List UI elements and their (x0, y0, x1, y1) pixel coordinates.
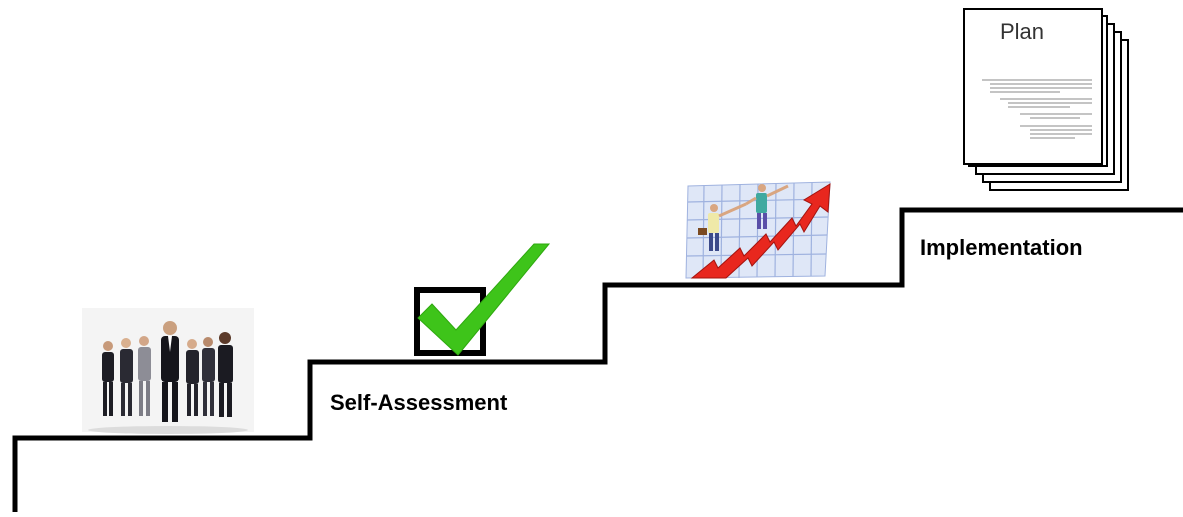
checkmark-checkbox-icon (414, 243, 551, 356)
step-label-self-assessment: Self-Assessment (330, 390, 508, 415)
business-team-photo-icon (82, 308, 254, 434)
climbing-growth-arrow-icon (685, 181, 831, 279)
stacked-plan-document-icon: Plan (963, 8, 1129, 191)
step-label-implementation: Implementation (920, 235, 1083, 260)
plan-title: Plan (1000, 19, 1044, 44)
staircase-line (12, 207, 1183, 512)
